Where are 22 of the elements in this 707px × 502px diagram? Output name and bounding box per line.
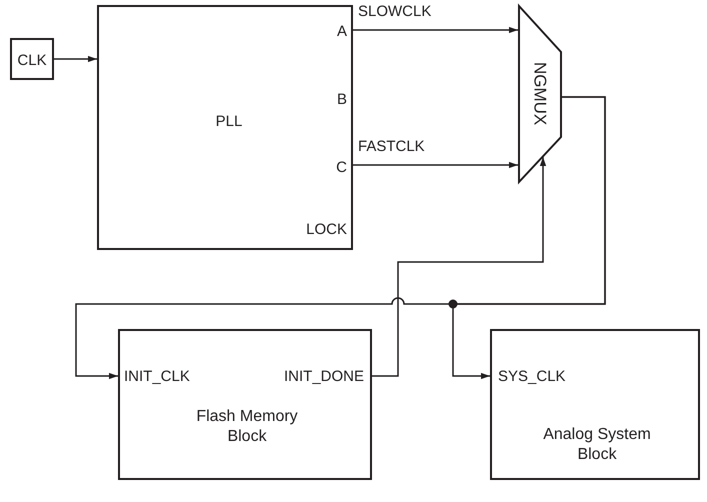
wire-arrow xyxy=(372,157,546,377)
wire-arrow xyxy=(353,162,518,168)
block-label: PLL xyxy=(214,113,244,132)
port-label: INIT_DONE xyxy=(282,368,364,387)
block-label: Flash Memory Block xyxy=(195,407,299,447)
block-label: CLK xyxy=(16,52,48,71)
multiplexer-label: NGMUX xyxy=(530,60,551,127)
wire-arrow xyxy=(353,26,518,34)
block-box xyxy=(10,38,54,80)
port-label: B xyxy=(336,91,347,110)
port-label: A xyxy=(336,23,347,42)
port-label: C xyxy=(335,159,347,178)
block-label: Analog System Block xyxy=(542,425,652,465)
wire-arrow xyxy=(54,56,97,62)
multiplexer-trapezoid xyxy=(518,5,562,183)
wire-arrow xyxy=(452,96,606,380)
block-box xyxy=(118,329,372,480)
port-label: INIT_CLK xyxy=(124,368,191,387)
block-box xyxy=(490,329,700,480)
block-box xyxy=(97,5,353,250)
port-label: LOCK xyxy=(305,221,347,240)
port-label: SYS_CLK xyxy=(498,368,567,387)
